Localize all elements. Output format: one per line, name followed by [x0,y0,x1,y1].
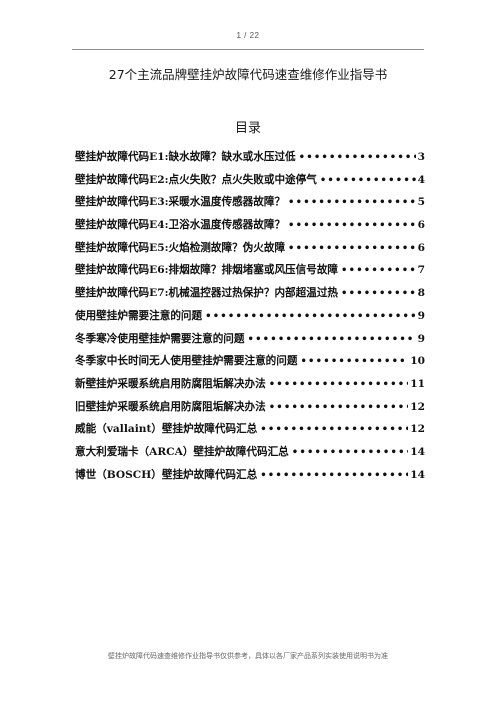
toc-entry-page: 14 [410,468,425,481]
document-title: 27个主流品牌壁挂炉故障代码速查维修作业指导书 [108,67,388,82]
toc-entry-label: 壁挂炉故障代码E6:排烟故障？排烟堵塞或风压信号故障 [75,264,339,277]
toc-entry[interactable]: 威能（vallaint）壁挂炉故障代码汇总 12 [75,421,425,444]
toc-entry-page: 9 [417,332,425,345]
toc-heading: 目录 [234,121,261,136]
toc-dot-leader [300,356,408,367]
toc-entry[interactable]: 博世（BOSCH）壁挂炉故障代码汇总 14 [75,467,425,490]
toc-entry-label: 威能（vallaint）壁挂炉故障代码汇总 [75,423,258,436]
toc-entry-label: 使用壁挂炉需要注意的问题 [75,309,203,322]
toc-entry-label: 博世（BOSCH）壁挂炉故障代码汇总 [75,468,258,481]
toc-entry[interactable]: 壁挂炉故障代码E3:采暖水温度传感器故障？ 5 [75,194,425,217]
toc-entry[interactable]: 壁挂炉故障代码E6:排烟故障？排烟堵塞或风压信号故障 7 [75,262,425,285]
toc-entry-page: 10 [410,355,425,368]
toc-dot-leader [269,402,409,413]
toc-dot-leader [341,288,416,299]
toc-entry[interactable]: 旧壁挂炉采暖系统启用防腐阻垢解决办法 12 [75,399,425,422]
table-of-contents: 壁挂炉故障代码E1:缺水故障？缺水或水压过低 3 壁挂炉故障代码E2:点火失败？点… [75,149,425,489]
toc-entry-label: 壁挂炉故障代码E5:火焰检测故障？伪火故障 [75,241,286,254]
toc-entry-label: 壁挂炉故障代码E7:机械温控器过热保护？内部超温过热 [75,287,339,300]
toc-entry[interactable]: 使用壁挂炉需要注意的问题 9 [75,308,425,331]
toc-entry[interactable]: 壁挂炉故障代码E7:机械温控器过热保护？内部超温过热 8 [75,285,425,308]
toc-dot-leader [288,243,416,254]
toc-entry[interactable]: 冬季家中长时间无人使用壁挂炉需要注意的问题 10 [75,353,425,376]
toc-entry-label: 壁挂炉故障代码E4:卫浴水温度传感器故障？ [75,219,286,232]
toc-dot-leader [260,424,408,435]
toc-entry[interactable]: 壁挂炉故障代码E1:缺水故障？缺水或水压过低 3 [75,149,425,172]
toc-entry-page: 5 [417,196,425,209]
toc-entry-page: 14 [410,445,425,458]
toc-dot-leader [288,220,416,231]
footer-note: 壁挂炉故障代码速查维修作业指导书仅供参考，具体以各厂家产品系列实装使用说明书为准 [108,652,388,660]
toc-dot-leader [248,334,416,345]
toc-entry-page: 12 [410,400,425,413]
page-counter: 1 / 22 [236,31,260,40]
toc-entry-label: 冬季寒冷使用壁挂炉需要注意的问题 [75,332,245,345]
toc-entry-label: 壁挂炉故障代码E3:采暖水温度传感器故障？ [75,196,286,209]
toc-dot-leader [320,175,416,186]
toc-entry-label: 新壁挂炉采暖系统启用防腐阻垢解决办法 [75,377,266,390]
toc-entry-page: 7 [417,264,425,277]
toc-entry-page: 8 [417,287,425,300]
toc-entry-page: 11 [410,377,425,390]
toc-entry[interactable]: 壁挂炉故障代码E4:卫浴水温度传感器故障？ 6 [75,217,425,240]
toc-entry-page: 4 [417,173,425,186]
toc-dot-leader [299,152,416,163]
toc-dot-leader [260,470,408,481]
toc-entry-page: 6 [417,219,425,232]
toc-entry[interactable]: 新壁挂炉采暖系统启用防腐阻垢解决办法 11 [75,376,425,399]
toc-dot-leader [292,447,408,458]
toc-dot-leader [288,197,416,208]
header-rule [72,49,424,50]
toc-entry-label: 壁挂炉故障代码E2:点火失败？点火失败或中途停气 [75,173,317,186]
toc-entry-label: 意大利爱瑞卡（ARCA）壁挂炉故障代码汇总 [75,445,289,458]
toc-entry[interactable]: 意大利爱瑞卡（ARCA）壁挂炉故障代码汇总 14 [75,444,425,467]
toc-entry-label: 壁挂炉故障代码E1:缺水故障？缺水或水压过低 [75,151,296,163]
toc-entry-label: 冬季家中长时间无人使用壁挂炉需要注意的问题 [75,355,298,368]
toc-dot-leader [269,379,409,390]
toc-entry-page: 9 [417,309,425,322]
toc-dot-leader [205,311,416,322]
toc-entry-page: 3 [417,151,425,163]
toc-dot-leader [341,265,416,276]
toc-entry[interactable]: 壁挂炉故障代码E5:火焰检测故障？伪火故障 6 [75,240,425,263]
toc-entry-page: 6 [417,241,425,254]
toc-entry-page: 12 [410,423,425,436]
toc-entry-label: 旧壁挂炉采暖系统启用防腐阻垢解决办法 [75,400,266,413]
toc-entry[interactable]: 冬季寒冷使用壁挂炉需要注意的问题 9 [75,331,425,354]
toc-entry[interactable]: 壁挂炉故障代码E2:点火失败？点火失败或中途停气 4 [75,172,425,195]
